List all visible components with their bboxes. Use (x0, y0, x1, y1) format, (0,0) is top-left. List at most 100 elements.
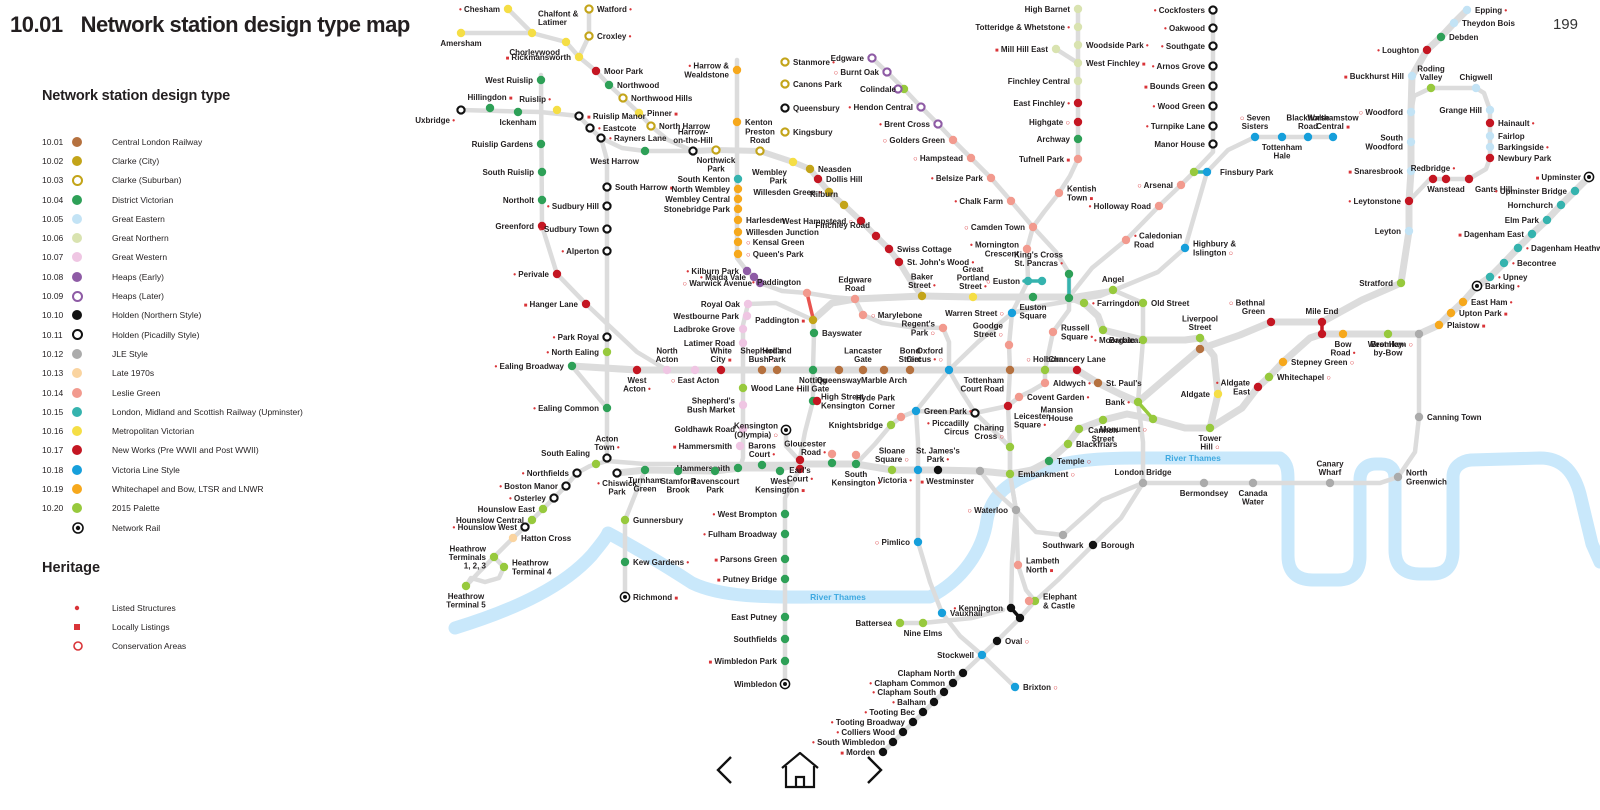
station-label: ■ Parsons Green (714, 555, 777, 564)
station-label: South Ealing (541, 449, 590, 458)
station-label: • Balham (892, 698, 926, 707)
station-label: Fairlop (1498, 132, 1525, 141)
station-label: Monument ○ (1100, 425, 1147, 434)
station: Latimer Road (684, 338, 748, 348)
station: St. Paul's (1093, 378, 1142, 388)
station-label: Bank • (1105, 398, 1130, 407)
station: ■ Hanger Lane (524, 299, 591, 309)
station: Angel (1102, 275, 1124, 295)
station-label: Kew Gardens • (633, 558, 689, 567)
route-line (1005, 224, 1036, 611)
station: Archway (1037, 134, 1083, 144)
station-label: Queensway (817, 376, 862, 385)
station: ○ Hampstead (913, 153, 976, 163)
station: ○ Kensal Green (733, 237, 804, 247)
station-label: Temple ○ (1057, 457, 1091, 466)
station-label: • Chesham (459, 5, 500, 14)
station-label: Covent Garden • (1027, 393, 1090, 402)
station: Old Street (1138, 298, 1190, 308)
station-label: • Colliers Wood (836, 728, 895, 737)
station-label: Ruislip Gardens (472, 140, 534, 149)
station-label: • Alperton (561, 247, 599, 256)
back-button[interactable] (712, 753, 738, 787)
station: • Kennington (954, 603, 1025, 623)
route-line (782, 465, 803, 687)
station-label: Nine Elms (904, 629, 943, 638)
station: ■ Wimbledon Park (709, 656, 790, 666)
station-label: Bermondsey (1180, 489, 1229, 498)
station-label: East Ham • (1471, 298, 1513, 307)
station-label: Clapham North (898, 669, 955, 678)
station: ■ Ruislip Manor (574, 111, 646, 121)
station: • Southgate (1161, 41, 1218, 51)
station-label: ■ Westminster (920, 477, 974, 486)
station: • Paddington (752, 278, 812, 298)
station: • Perivale (513, 269, 562, 279)
station-label: Theydon Bois (1462, 19, 1515, 28)
station-label: • Belsize Park (931, 174, 984, 183)
station-label: ○ Kensal Green (746, 238, 804, 247)
station-label: ○ Waterloo (967, 506, 1008, 515)
chevron-right-icon (867, 756, 883, 784)
station-label: ■ Wimbledon Park (709, 657, 778, 666)
station-label: Barkingside • (1498, 143, 1549, 152)
conservation-marker-icon (73, 641, 83, 652)
station-label: ■ Putney Bridge (717, 575, 778, 584)
station-label: Wanstead (1427, 185, 1465, 194)
station-label: • Boston Manor (499, 482, 558, 491)
station-label: Wood Lane • (751, 384, 799, 393)
station-label: North Harrow (659, 122, 711, 131)
station-label: • Becontree (1512, 259, 1557, 268)
station: ■ Mill Hill East (995, 44, 1061, 54)
station: Warren Street ○ (945, 308, 1017, 318)
station-label: Grange Hill (1439, 106, 1482, 115)
station: Willesden Junction (733, 227, 819, 237)
station: • Tooting Broadway (831, 717, 918, 727)
forward-button[interactable] (861, 753, 887, 787)
station-label: • Fulham Broadway (703, 530, 777, 539)
station: Tufnell Park ■ (1019, 154, 1083, 164)
station: Highgate ○ (1029, 117, 1083, 127)
station-label: ○ Holborn (1026, 355, 1064, 364)
type-swatch (72, 290, 83, 302)
station: Kenton (732, 117, 773, 127)
type-swatch (72, 426, 82, 437)
station-label: Moor Park (604, 67, 644, 76)
station-label: • Rayners Lane (609, 134, 667, 143)
station: ■ Dagenham East (1458, 229, 1537, 239)
station-label: ○ Marylebone (871, 311, 923, 320)
home-button[interactable] (779, 750, 821, 790)
station-label: • Harrow &Wealdstone (684, 62, 729, 80)
station-label: • Northfields (522, 469, 570, 478)
station: ○ Arsenal (1137, 180, 1186, 190)
listed-marker-icon (74, 605, 80, 610)
legend-item-network-rail: Network Rail (42, 518, 342, 537)
station (1064, 293, 1074, 303)
station-label: ■ Ruislip Manor (587, 112, 646, 121)
station-label: Hornchurch (1508, 201, 1553, 210)
station-label: ■ Dagenham East (1458, 230, 1524, 239)
station: Stonebridge Park (664, 204, 743, 214)
